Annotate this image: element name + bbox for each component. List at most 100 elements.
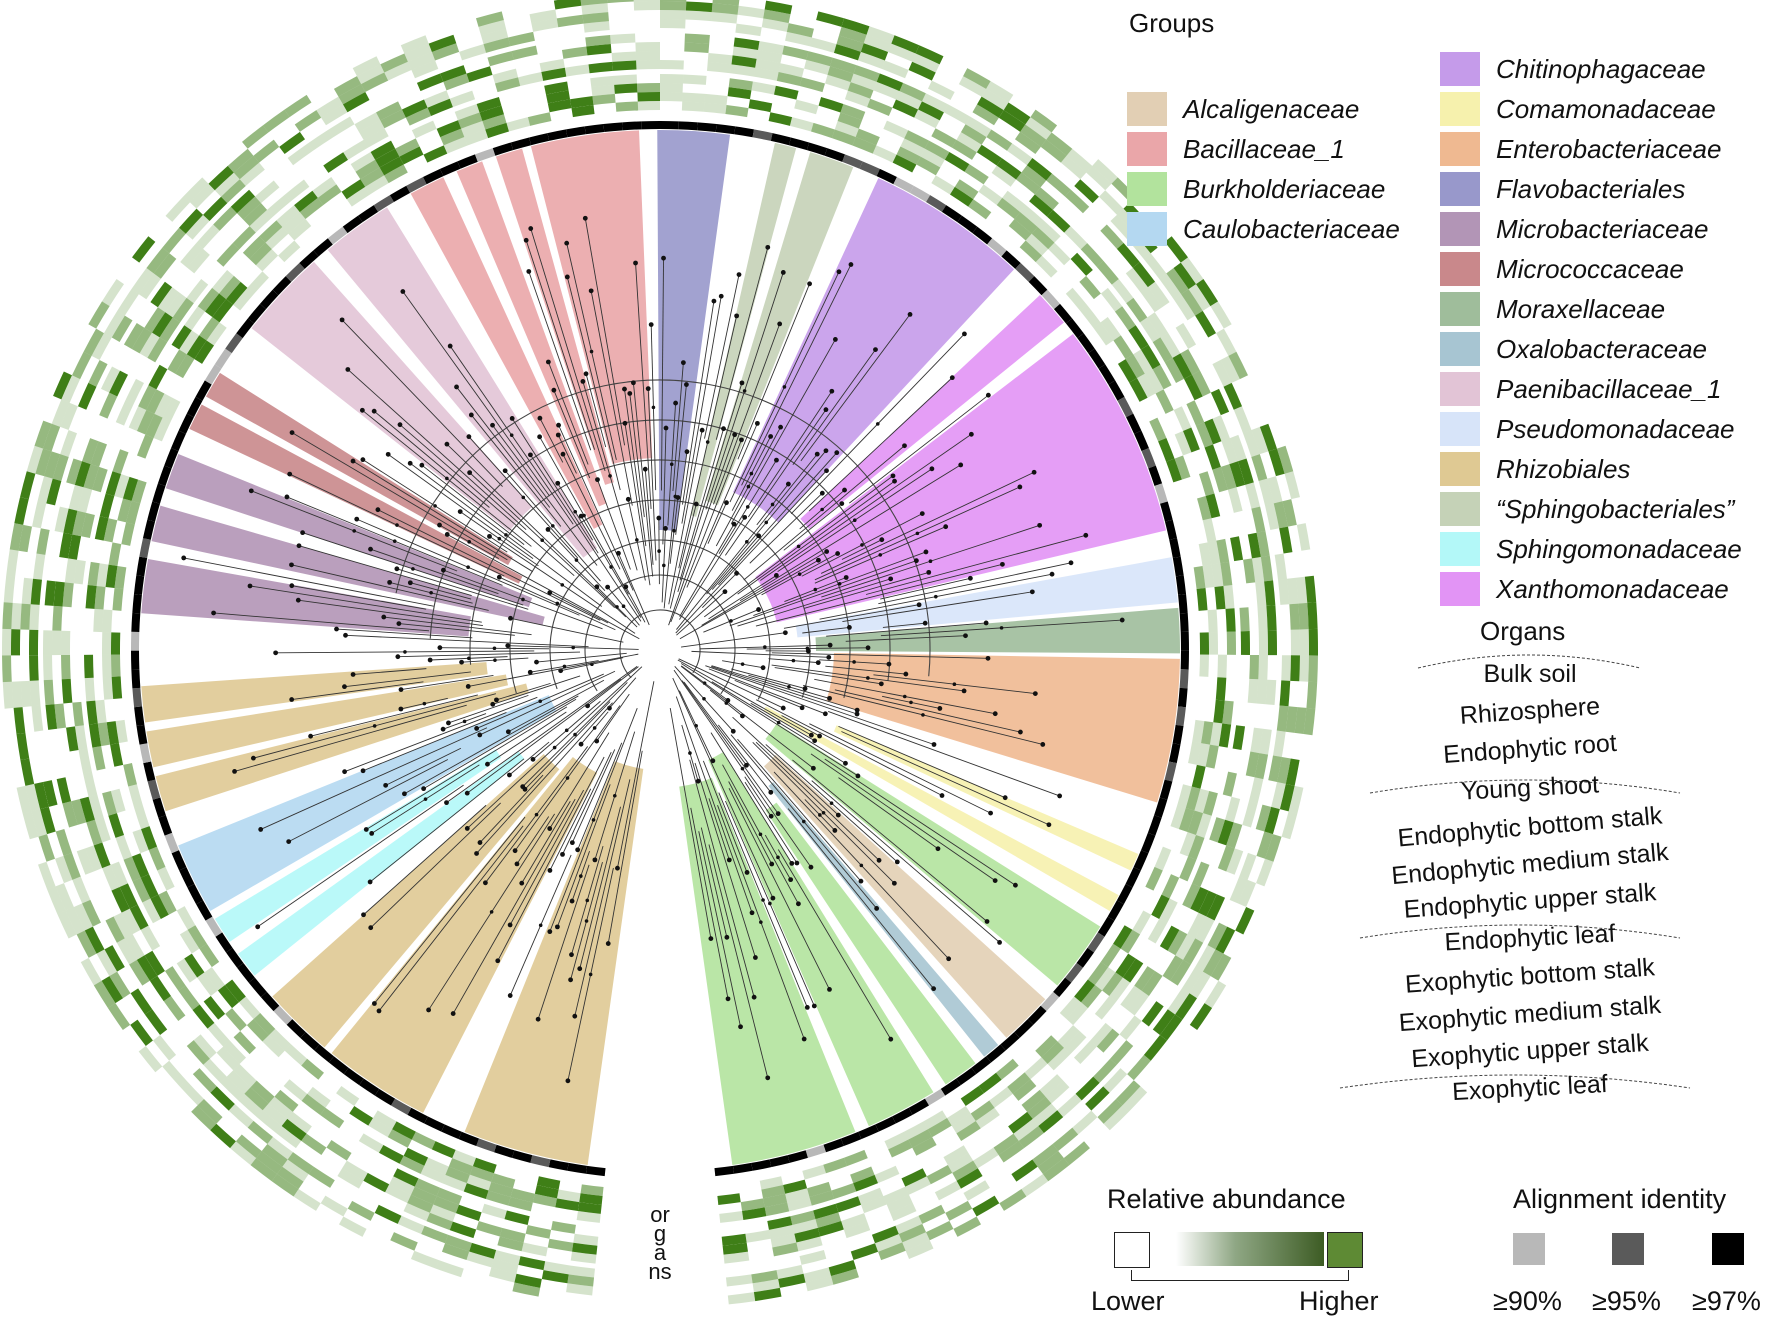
heatmap-cell xyxy=(1183,427,1200,453)
heatmap-cell xyxy=(356,64,385,85)
heatmap-cell xyxy=(1003,102,1031,125)
heatmap-cell xyxy=(792,1219,818,1234)
heatmap-cell xyxy=(615,101,639,112)
tree-branch xyxy=(728,787,830,990)
heatmap-cell xyxy=(956,1168,983,1189)
heatmap-cell xyxy=(1018,1125,1044,1149)
tree-branch xyxy=(701,551,827,626)
heatmap-cell xyxy=(431,43,460,61)
leaf-node xyxy=(441,567,446,573)
leaf-node xyxy=(289,697,295,702)
heatmap-cell xyxy=(61,375,81,403)
tree-branch xyxy=(345,634,589,648)
heatmap-cell xyxy=(1222,771,1237,797)
heatmap-cell xyxy=(85,845,103,872)
leaf-node xyxy=(1032,691,1038,697)
leaf-node xyxy=(495,958,501,964)
heatmap-cell xyxy=(532,1193,557,1208)
heatmap-cell xyxy=(184,953,205,978)
heatmap-cell xyxy=(72,510,87,537)
identity-segment xyxy=(1169,538,1181,559)
heatmap-cell xyxy=(727,87,752,100)
heatmap-cell xyxy=(770,1233,797,1248)
identity-segment xyxy=(567,1162,588,1174)
group-sector xyxy=(705,152,854,506)
heatmap-cell xyxy=(132,829,149,854)
tree-branch xyxy=(747,390,833,518)
heatmap-cell xyxy=(342,92,370,113)
leaf-node xyxy=(534,659,539,665)
identity-segment xyxy=(136,556,148,577)
group-color-swatch xyxy=(1127,172,1167,206)
leaf-node xyxy=(528,452,533,458)
heatmap-cell xyxy=(101,976,124,1004)
group-sector xyxy=(763,754,1046,1038)
tree-branch xyxy=(681,632,786,648)
identity-segment xyxy=(314,1044,334,1063)
heatmap-cell xyxy=(901,1168,927,1187)
heatmap-cell xyxy=(26,445,44,474)
heatmap-cell xyxy=(93,842,111,869)
tree-branch xyxy=(385,747,462,786)
heatmap-cell xyxy=(82,438,99,465)
heatmap-cell xyxy=(807,1181,832,1197)
tree-branch xyxy=(624,389,647,547)
heatmap-cell xyxy=(1268,755,1282,783)
tree-branch xyxy=(257,784,464,928)
internal-node xyxy=(669,462,674,467)
heatmap-cell xyxy=(116,938,137,965)
heatmap-cell xyxy=(85,584,97,609)
tree-branch xyxy=(669,503,697,609)
leaf-node xyxy=(902,443,907,449)
heatmap-cell xyxy=(1114,306,1136,331)
identity-segment xyxy=(876,168,897,185)
heatmap-cell xyxy=(445,1234,472,1252)
leaf-node xyxy=(816,557,821,563)
leaf-node xyxy=(444,532,450,537)
heatmap-cell xyxy=(136,434,154,459)
heatmap-cell xyxy=(999,1189,1027,1211)
identity-segment xyxy=(893,177,914,193)
leaf-node xyxy=(289,562,294,568)
tree-branch xyxy=(679,559,819,640)
heatmap-cell xyxy=(171,325,192,350)
group-label: “Sphingobacteriales” xyxy=(1496,493,1735,524)
leaf-node xyxy=(985,655,991,661)
identity-segment xyxy=(530,1155,551,1168)
identity-segment xyxy=(1147,815,1162,836)
heatmap-cell xyxy=(1116,242,1140,268)
identity-segment xyxy=(1065,962,1083,983)
heatmap-cell xyxy=(1103,1068,1128,1093)
leaf-node xyxy=(907,311,913,317)
tree-branch xyxy=(672,362,684,492)
heatmap-cell xyxy=(794,1227,821,1243)
heatmap-cell xyxy=(111,654,121,677)
heatmap-cell xyxy=(203,1058,227,1083)
identity-segment xyxy=(641,121,660,130)
heatmap-cell xyxy=(246,1019,269,1042)
internal-node xyxy=(423,797,428,801)
heatmap-cell xyxy=(1110,1040,1134,1065)
heatmap-cell xyxy=(1092,159,1118,184)
heatmap-cell xyxy=(387,1129,412,1148)
heatmap-cell xyxy=(76,930,97,958)
heatmap-cell xyxy=(568,1265,595,1278)
identity-segment xyxy=(972,226,993,245)
heatmap-cell xyxy=(1195,310,1217,338)
internal-node xyxy=(902,694,907,699)
identity-segment xyxy=(987,238,1007,257)
tree-branch xyxy=(734,679,803,709)
heatmap-cell xyxy=(1217,654,1227,678)
heatmap-cell xyxy=(29,629,39,656)
heatmap-cell xyxy=(1232,725,1246,751)
group-sector xyxy=(165,453,533,608)
heatmap-cell xyxy=(239,162,265,187)
identity-segment xyxy=(1000,1031,1020,1051)
heatmap-cell xyxy=(114,566,127,590)
identity-segment xyxy=(1172,556,1184,577)
heatmap-cell xyxy=(900,138,925,157)
heatmap-cell xyxy=(685,10,712,22)
internal-node xyxy=(705,440,710,444)
leaf-node xyxy=(742,514,748,520)
heatmap-cell xyxy=(301,1133,327,1156)
